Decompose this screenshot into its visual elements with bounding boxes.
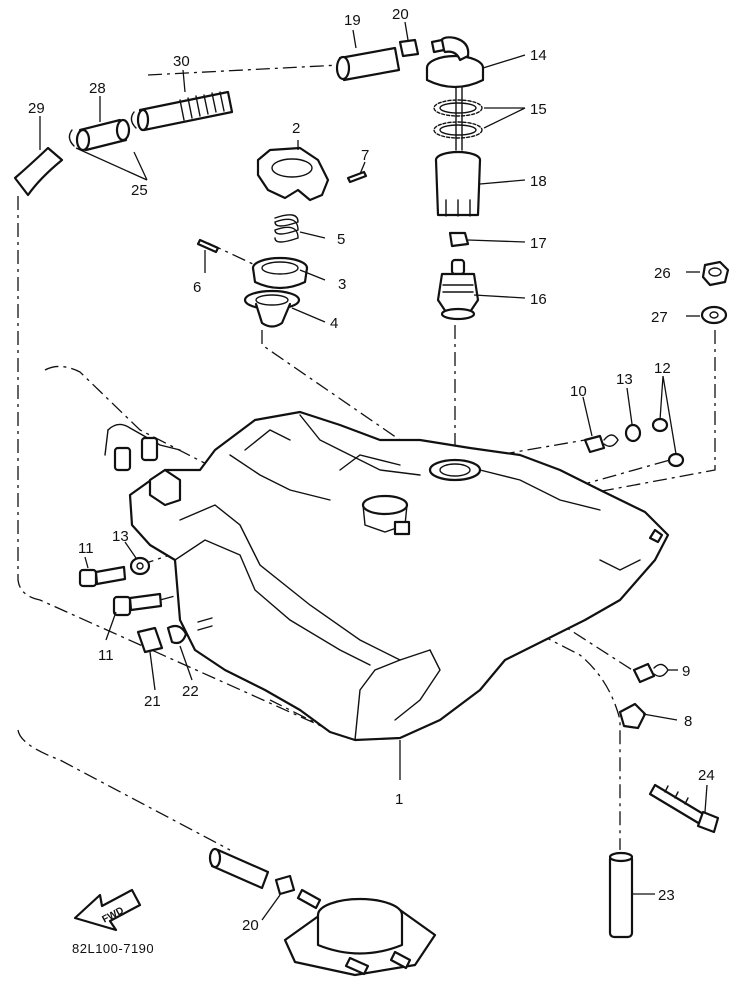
strap-24	[648, 783, 720, 834]
callout-1: 1	[395, 791, 403, 808]
hose-23	[608, 851, 634, 939]
callout-17: 17	[530, 235, 547, 252]
clip-9	[632, 662, 669, 684]
callout-30: 30	[173, 53, 190, 70]
callout-13-left: 13	[112, 528, 129, 545]
clip-10	[583, 434, 619, 454]
cap-spring	[274, 214, 299, 243]
callout-13-right: 13	[616, 371, 633, 388]
leader-lines	[39, 21, 708, 921]
filler-cap	[256, 146, 330, 202]
washer-13-right	[624, 423, 642, 443]
clamp-20-top	[398, 38, 420, 58]
callout-20-bottom: 20	[242, 917, 259, 934]
callout-5: 5	[337, 231, 345, 248]
hose-30	[136, 90, 234, 132]
callout-19: 19	[344, 12, 361, 29]
washer-13-left	[129, 556, 151, 576]
callout-23: 23	[658, 887, 675, 904]
diagram-code: 82L100-7190	[72, 941, 154, 956]
callout-3: 3	[338, 276, 346, 293]
callout-10: 10	[570, 383, 587, 400]
callout-26: 26	[654, 265, 671, 282]
callout-7: 7	[361, 147, 369, 164]
clip	[448, 231, 470, 248]
callout-6: 6	[193, 279, 201, 296]
callout-28: 28	[89, 80, 106, 97]
hose-19	[335, 46, 401, 82]
callout-11-upper: 11	[78, 540, 94, 557]
callout-4: 4	[330, 315, 338, 332]
filler-grommet	[243, 289, 301, 328]
callout-9: 9	[682, 663, 690, 680]
clips-25	[68, 111, 137, 147]
hose-29	[13, 146, 64, 197]
hose-fitting-28	[75, 118, 131, 152]
fwd-arrow	[73, 888, 142, 932]
washers	[433, 87, 483, 151]
fuel-pump	[283, 888, 437, 977]
fuel-cap-assembly	[425, 36, 485, 89]
callout-16: 16	[530, 291, 547, 308]
callout-29: 29	[28, 100, 45, 117]
washer-27	[700, 305, 728, 325]
fuel-tank	[104, 410, 670, 742]
callout-25: 25	[131, 182, 148, 199]
pin	[196, 238, 220, 254]
clamp-22	[166, 624, 188, 645]
nut-26	[701, 260, 730, 287]
callout-20-top: 20	[392, 6, 409, 23]
callout-18: 18	[530, 173, 547, 190]
cap-8	[618, 702, 647, 730]
callout-27: 27	[651, 309, 668, 326]
callout-14: 14	[530, 47, 547, 64]
clamp-20-bottom	[274, 874, 296, 896]
pin-small	[346, 170, 368, 184]
valve	[436, 258, 480, 321]
callout-2: 2	[292, 120, 300, 137]
bolt-11-lower	[112, 592, 163, 617]
callout-11-lower: 11	[98, 647, 114, 664]
cap-ring	[251, 256, 309, 290]
callout-labels: 1 2 3 4 5 6 7 8 9 10 11 11 12 13 13 14 1…	[28, 6, 715, 934]
callout-12: 12	[654, 360, 671, 377]
strainer-tube	[434, 150, 482, 217]
hose-bottom	[208, 847, 270, 890]
callout-8: 8	[684, 713, 692, 730]
callout-21: 21	[144, 693, 161, 710]
callout-22: 22	[182, 683, 199, 700]
bolt-11-upper	[78, 565, 127, 588]
callout-24: 24	[698, 767, 715, 784]
hose-21	[136, 626, 164, 654]
callout-15: 15	[530, 101, 547, 118]
washers-12	[651, 417, 685, 468]
